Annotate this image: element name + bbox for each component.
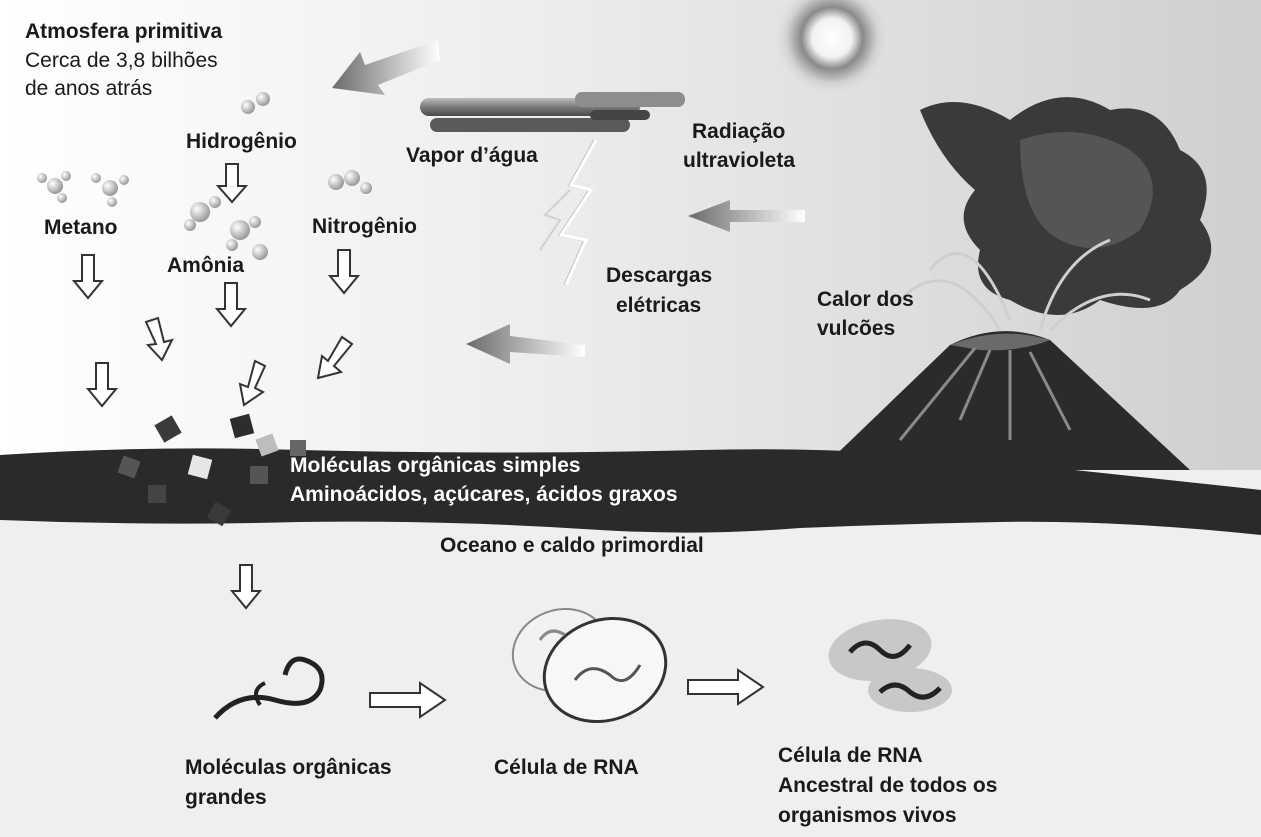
down-arrow-icon	[144, 316, 174, 362]
ocean-label: Oceano e caldo primordial	[440, 534, 704, 557]
down-arrow-icon	[215, 163, 249, 204]
methane-molecule-icon	[37, 171, 129, 207]
left-arrow-icon	[688, 200, 805, 232]
methane-label: Metano	[44, 216, 118, 239]
atmosphere-time-line2: de anos atrás	[25, 77, 153, 100]
ancestor-label-line2: Ancestral de todos os	[778, 774, 998, 797]
nitrogen-molecule-icon	[328, 170, 372, 194]
atmosphere-title: Atmosfera primitiva	[25, 20, 223, 43]
right-arrow-icon	[369, 681, 447, 719]
process-arrows	[369, 668, 765, 719]
large-molecule-icon	[213, 656, 325, 720]
hydrogen-molecule-icon	[241, 92, 270, 114]
water-vapor-label: Vapor d’água	[406, 144, 538, 167]
volcano	[820, 97, 1212, 470]
volcano-label-line1: Calor dos	[817, 288, 914, 311]
down-arrow-icon	[316, 335, 354, 380]
atmosphere-time-line1: Cerca de 3,8 bilhões	[25, 49, 218, 72]
large-molecules-line2: grandes	[185, 786, 267, 809]
right-arrow-icon	[687, 668, 765, 706]
ancestor-label-line3: organismos vivos	[778, 804, 957, 827]
down-arrow-icon	[229, 564, 263, 610]
down-arrow-icon	[238, 359, 267, 407]
left-arrow-icon	[332, 40, 440, 95]
down-arrow-icon	[214, 282, 248, 328]
ancestral-cell-icon	[828, 619, 952, 712]
discharge-label-line2: elétricas	[616, 294, 702, 317]
nitrogen-label: Nitrogênio	[312, 215, 417, 238]
ancestor-label-line1: Célula de RNA	[778, 744, 923, 767]
uv-label-line2: ultravioleta	[683, 149, 796, 172]
down-arrow-icon	[71, 254, 105, 300]
sun-icon	[776, 0, 888, 94]
ammonia-molecule-icon	[184, 196, 268, 260]
down-arrow-icon	[327, 249, 361, 295]
energy-arrows	[332, 40, 805, 364]
discharge-label-line1: Descargas	[606, 264, 713, 287]
lightning-icon	[539, 139, 598, 286]
rna-cell-icon	[511, 607, 668, 724]
cloud-icon	[420, 92, 685, 132]
large-molecules-line1: Moléculas orgânicas	[185, 756, 392, 779]
down-arrow-icon	[85, 362, 119, 408]
molecule-blocks	[117, 413, 306, 527]
simple-molecules-line1: Moléculas orgânicas simples	[290, 454, 581, 477]
hydrogen-label: Hidrogênio	[186, 130, 297, 153]
simple-molecules-line2: Aminoácidos, açúcares, ácidos graxos	[290, 483, 678, 506]
rna-cell-label: Célula de RNA	[494, 756, 639, 779]
down-arrows	[71, 163, 361, 610]
ocean-band	[0, 448, 1261, 535]
uv-label-line1: Radiação	[692, 120, 786, 143]
ammonia-label: Amônia	[167, 254, 245, 277]
volcano-label-line2: vulcões	[817, 317, 896, 340]
left-arrow-icon	[466, 324, 585, 364]
